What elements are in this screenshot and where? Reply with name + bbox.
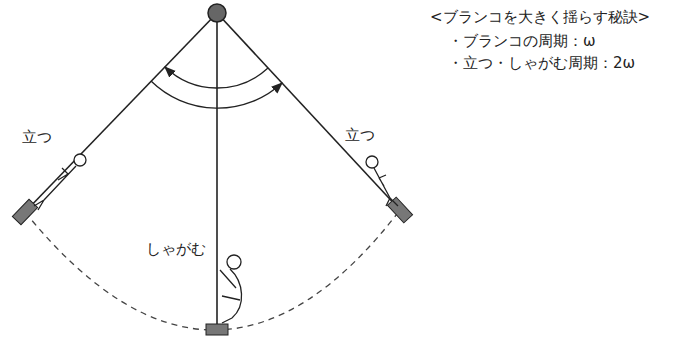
- rope-left: [25, 13, 217, 212]
- swing-path: [25, 210, 400, 330]
- seat-right: [387, 197, 412, 223]
- figure-squat: [220, 255, 242, 323]
- seat-left: [12, 199, 37, 225]
- heading: <ブランコを大きく揺らす秘訣>: [430, 8, 650, 26]
- swing-arrow-left: [165, 67, 268, 88]
- pose-label: しゃがむ: [146, 240, 206, 258]
- rope-right: [217, 13, 400, 210]
- pose-label: 立つ: [345, 126, 375, 144]
- figure-right: [366, 156, 398, 206]
- pivot: [208, 4, 226, 22]
- rope-center: [216, 13, 218, 326]
- seat-center: [206, 324, 228, 335]
- swing-arrow-right: [151, 81, 282, 108]
- note-line: ・ブランコの周期：ω: [448, 32, 596, 50]
- pose-label: 立つ: [22, 128, 52, 146]
- note-line: ・立つ・しゃがむ周期：2ω: [448, 54, 635, 72]
- figure-left: [34, 154, 86, 210]
